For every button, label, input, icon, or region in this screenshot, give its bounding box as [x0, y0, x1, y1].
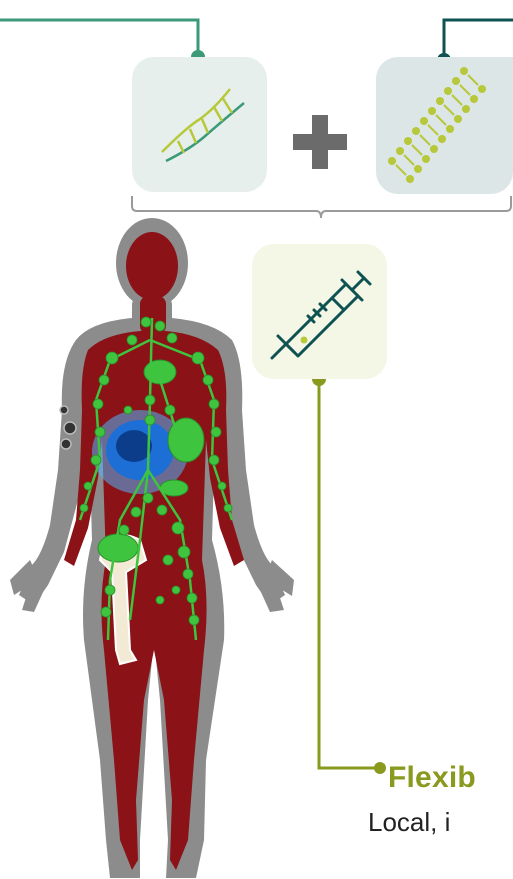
lipid-tile	[376, 57, 513, 194]
dna-connector-line	[0, 20, 198, 55]
dna-tile	[132, 57, 267, 192]
delivery-connector-dot	[374, 762, 386, 774]
delivery-title: Flexib	[388, 761, 476, 795]
dna-strand-icon	[132, 57, 267, 192]
delivery-connector-line	[319, 380, 378, 768]
lipid-connector-line	[444, 20, 513, 57]
lipid-bilayer-icon	[376, 57, 513, 194]
syringe-icon	[252, 244, 387, 379]
combination-bracket	[132, 196, 511, 218]
plus-icon	[293, 115, 347, 169]
syringe-tile	[252, 244, 387, 379]
delivery-subtitle: Local, i	[368, 807, 450, 838]
